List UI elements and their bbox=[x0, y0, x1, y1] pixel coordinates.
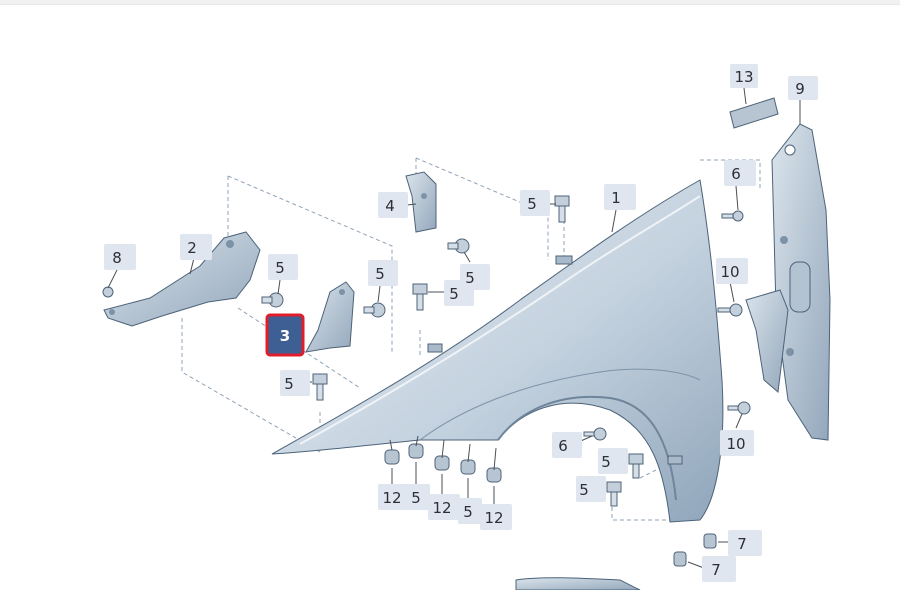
bracket-part-4[interactable] bbox=[405, 171, 437, 233]
callout-10-top[interactable]: 10 bbox=[716, 258, 748, 284]
bracket-part-2[interactable] bbox=[103, 231, 261, 327]
callout-7-lower[interactable]: 7 bbox=[702, 556, 736, 582]
svg-text:5: 5 bbox=[527, 195, 537, 213]
callout-5-clip-second[interactable]: 5 bbox=[458, 498, 482, 524]
fasteners bbox=[102, 195, 751, 567]
callout-9[interactable]: 9 bbox=[788, 76, 818, 100]
callout-12-second[interactable]: 12 bbox=[428, 494, 460, 520]
callout-6-top[interactable]: 6 bbox=[724, 160, 756, 186]
svg-text:6: 6 bbox=[731, 165, 741, 183]
callout-1[interactable]: 1 bbox=[604, 184, 636, 210]
svg-text:5: 5 bbox=[601, 453, 611, 471]
svg-text:5: 5 bbox=[375, 265, 385, 283]
svg-text:1: 1 bbox=[611, 189, 621, 207]
svg-text:12: 12 bbox=[382, 489, 401, 507]
svg-text:13: 13 bbox=[734, 68, 753, 86]
svg-text:8: 8 bbox=[112, 249, 122, 267]
svg-text:12: 12 bbox=[432, 499, 451, 517]
callout-5-wheel-arch-upper[interactable]: 5 bbox=[598, 448, 628, 474]
callout-5-top-right[interactable]: 5 bbox=[520, 190, 550, 216]
svg-text:12: 12 bbox=[484, 509, 503, 527]
bracket-part-3[interactable] bbox=[305, 281, 355, 353]
callout-5-wheel-arch-lower[interactable]: 5 bbox=[576, 476, 606, 502]
svg-text:5: 5 bbox=[465, 269, 475, 287]
svg-text:7: 7 bbox=[711, 561, 721, 579]
callout-8[interactable]: 8 bbox=[104, 244, 136, 270]
svg-text:10: 10 bbox=[726, 435, 745, 453]
callout-7-upper[interactable]: 7 bbox=[728, 530, 762, 556]
top-border bbox=[0, 0, 900, 5]
trim-part-9[interactable] bbox=[745, 123, 831, 441]
svg-text:5: 5 bbox=[579, 481, 589, 499]
callout-5-bracket4-bolt[interactable]: 5 bbox=[460, 264, 490, 290]
callout-5-angle-bolt[interactable]: 5 bbox=[368, 260, 398, 286]
callout-6-bottom[interactable]: 6 bbox=[552, 432, 582, 458]
pad-part-13[interactable] bbox=[729, 97, 779, 129]
svg-text:5: 5 bbox=[411, 489, 421, 507]
svg-text:5: 5 bbox=[284, 375, 294, 393]
callout-12-third[interactable]: 12 bbox=[480, 504, 512, 530]
callout-5-bracket-bolt[interactable]: 5 bbox=[268, 254, 298, 280]
svg-text:5: 5 bbox=[449, 285, 459, 303]
svg-text:3: 3 bbox=[280, 327, 290, 345]
callout-2[interactable]: 2 bbox=[180, 234, 212, 260]
svg-text:7: 7 bbox=[737, 535, 747, 553]
callouts: 13 9 6 4 5 1 8 2 5 5 5 5 3 10 5 10 6 5 5… bbox=[104, 64, 818, 582]
callout-3-selected[interactable]: 3 bbox=[265, 313, 305, 357]
svg-text:9: 9 bbox=[795, 80, 805, 98]
callout-12-first[interactable]: 12 bbox=[378, 484, 410, 510]
callout-10-bottom[interactable]: 10 bbox=[720, 430, 754, 456]
callout-5-left-bolt[interactable]: 5 bbox=[280, 370, 310, 396]
svg-text:2: 2 bbox=[187, 239, 197, 257]
svg-text:5: 5 bbox=[275, 259, 285, 277]
svg-text:6: 6 bbox=[558, 437, 568, 455]
svg-text:10: 10 bbox=[720, 263, 739, 281]
svg-text:4: 4 bbox=[385, 197, 395, 215]
fender-panel[interactable] bbox=[271, 179, 724, 523]
partial-bottom-part bbox=[515, 577, 641, 590]
callout-4[interactable]: 4 bbox=[378, 192, 408, 218]
callout-13[interactable]: 13 bbox=[730, 64, 758, 88]
callout-5-clip-first[interactable]: 5 bbox=[406, 484, 430, 510]
svg-text:5: 5 bbox=[463, 503, 473, 521]
